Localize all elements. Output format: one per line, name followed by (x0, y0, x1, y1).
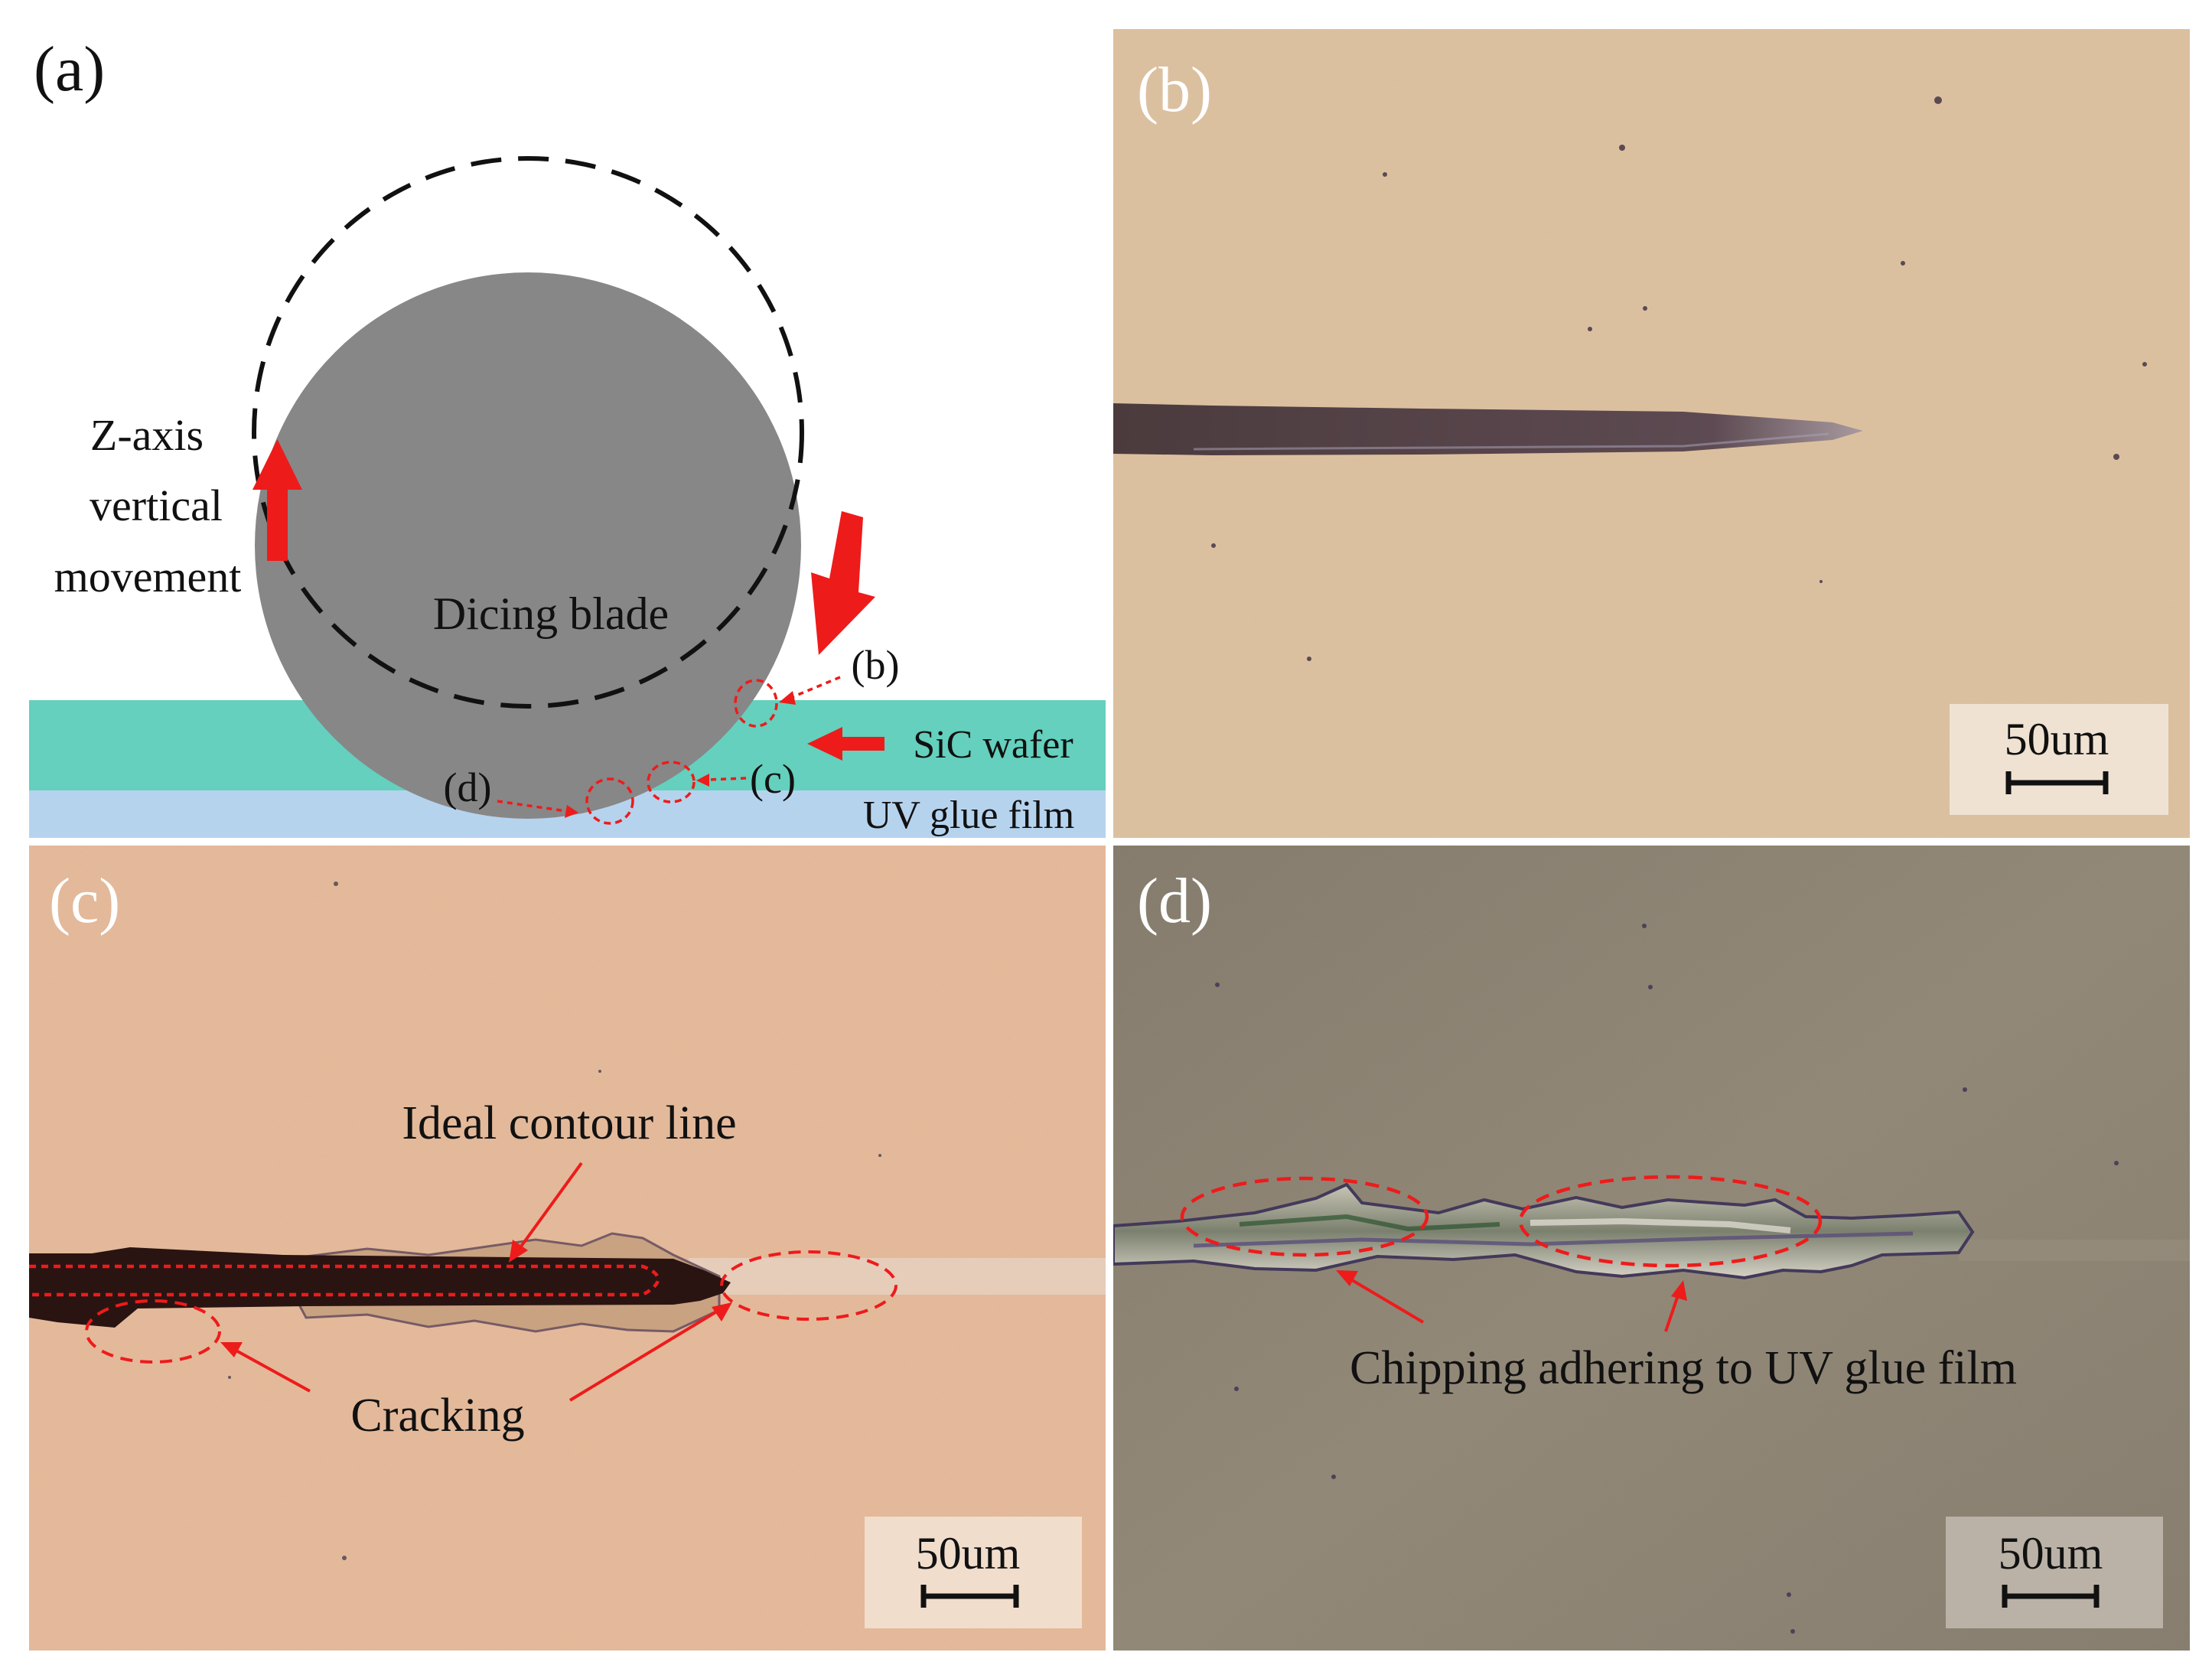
gutter-horizontal (0, 838, 2212, 846)
scale-bar-label-b: 50um (2005, 714, 2109, 764)
panel-d-dust-specks (1215, 924, 2119, 1634)
panel-c-label: (c) (49, 865, 120, 937)
panel-d-label: (d) (1137, 865, 1212, 937)
scale-bar-box-d (1946, 1517, 2163, 1628)
cracking-arrow-left (233, 1347, 311, 1393)
ideal-contour-arrowhead-icon (509, 1240, 528, 1263)
cracking-arrowhead-left-icon (220, 1342, 243, 1357)
chipping-arrow-right (1664, 1292, 1680, 1332)
panel-c: Ideal contour line Cracking 50um (c) (29, 846, 1106, 1651)
sic-wafer-label: SiC wafer (913, 723, 1073, 767)
ideal-contour-line (29, 1264, 660, 1297)
panel-a-label: (a) (34, 34, 105, 105)
cracking-ellipse-left (85, 1299, 221, 1364)
callout-leader-c (707, 777, 747, 781)
scale-bar-label-c: 50um (916, 1528, 1021, 1579)
scale-bar-d (2002, 1585, 2100, 1608)
chipping-arrowhead-right-icon (1671, 1280, 1687, 1301)
scale-bar-box-c (865, 1517, 1082, 1628)
rotation-arrow-icon (811, 511, 875, 655)
z-axis-label-line-3: movement (54, 552, 242, 601)
callout-leader-b (790, 676, 841, 699)
scale-bar-label-d: 50um (1999, 1528, 2103, 1579)
panel-d: Chipping adhering to UV glue film 50um (… (1112, 846, 2190, 1651)
cracking-label: Cracking (350, 1390, 524, 1442)
chipping-ellipse-right (1518, 1175, 1823, 1268)
callout-ellipse-c (647, 761, 696, 803)
kerf-cut-b (1113, 403, 1863, 455)
chipping-ellipse-left (1180, 1176, 1429, 1257)
z-axis-label-line-2: vertical (90, 481, 223, 530)
panel-a: (a) Z-axis vertical movement Dicing blad… (0, 0, 1106, 838)
callout-ellipse-d (585, 777, 634, 825)
cracking-arrowhead-right-icon (712, 1302, 732, 1321)
dicing-blade-label: Dicing blade (433, 588, 669, 639)
panel-b-label: (b) (1137, 54, 1212, 125)
uv-glue-film-label: UV glue film (863, 794, 1074, 837)
callout-label-c: (c) (750, 756, 796, 802)
wafer-feed-arrow-icon (807, 727, 884, 761)
ideal-contour-arrow (517, 1162, 583, 1251)
panel-b-dust-specks (1211, 96, 2147, 661)
chipping-label: Chipping adhering to UV glue film (1350, 1342, 2017, 1394)
chipping-arrowhead-left-icon (1336, 1270, 1358, 1286)
cracking-ellipse-right (720, 1250, 898, 1321)
scale-bar-box-b (1950, 704, 2168, 815)
callout-label-d: (d) (444, 764, 492, 810)
callout-leader-c-arrowhead-icon (696, 774, 709, 787)
cracking-arrow-right (568, 1308, 721, 1402)
callout-ellipse-b (734, 679, 778, 728)
callout-label-b: (b) (852, 642, 900, 688)
scale-bar-c (920, 1585, 1019, 1608)
chipping-arrow-left (1347, 1276, 1425, 1324)
residual-band-c (689, 1258, 1106, 1295)
callout-leader-b-arrowhead-icon (779, 691, 796, 705)
dicing-blade (255, 272, 801, 819)
callout-leader-d-arrowhead-icon (565, 805, 578, 818)
panel-c-dust-specks (228, 881, 881, 1560)
z-axis-arrow-icon (252, 439, 302, 561)
gutter-vertical (1106, 0, 1113, 1675)
panel-b: 50um (b) (1113, 29, 2190, 838)
blade-travel-path (252, 156, 804, 709)
ideal-contour-label: Ideal contour line (402, 1097, 736, 1149)
callout-leader-d (497, 800, 567, 813)
z-axis-label-line-1: Z-axis (90, 410, 204, 460)
scale-bar-b (2005, 771, 2109, 794)
